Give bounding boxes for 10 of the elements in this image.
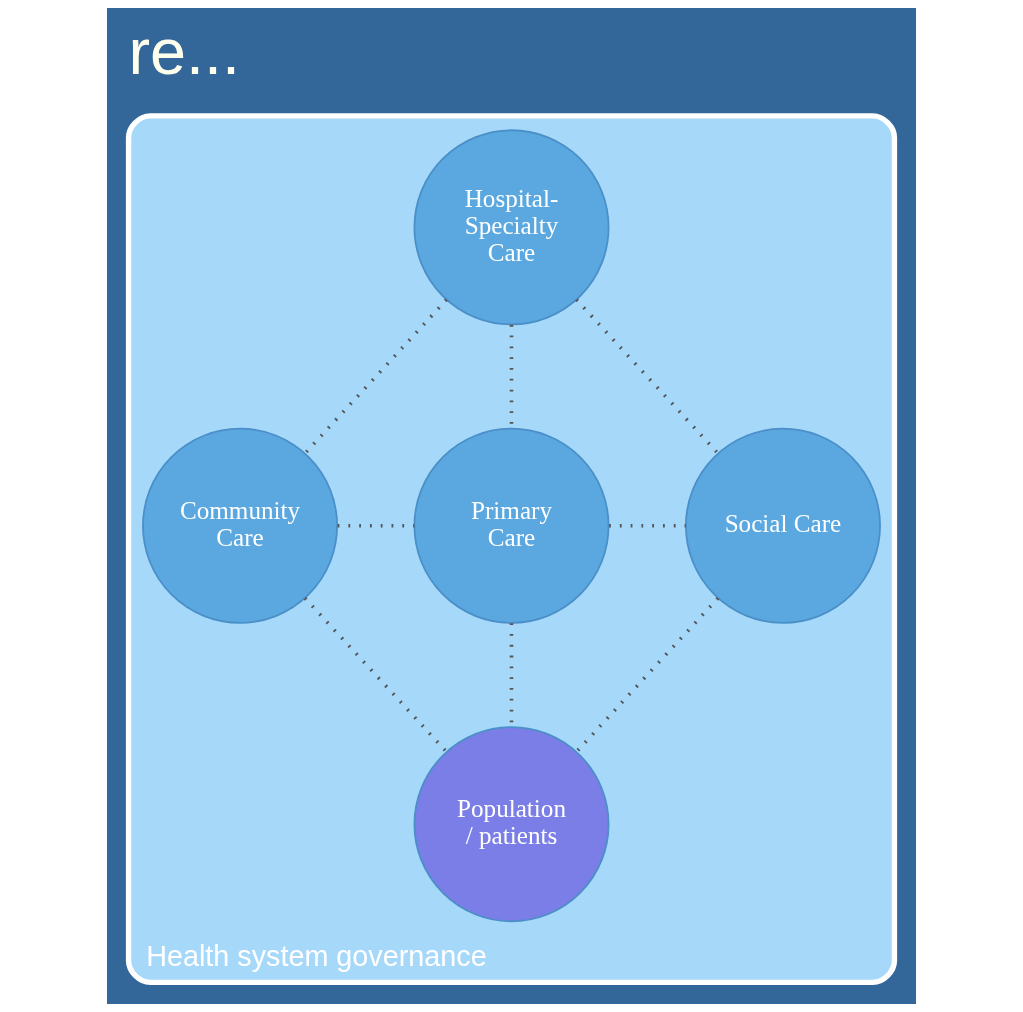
node-circle: Social Care: [685, 427, 881, 624]
connector: [303, 298, 448, 455]
node-circle: Hospital- Specialty Care: [413, 129, 610, 326]
connector: [303, 596, 448, 754]
node-circle: Population / patients: [413, 726, 610, 923]
connector: [575, 596, 720, 754]
diagram-title: re...: [128, 15, 241, 89]
connector: [575, 298, 720, 455]
node-circle: Primary Care: [413, 427, 610, 624]
node-circle: Community Care: [142, 427, 338, 624]
